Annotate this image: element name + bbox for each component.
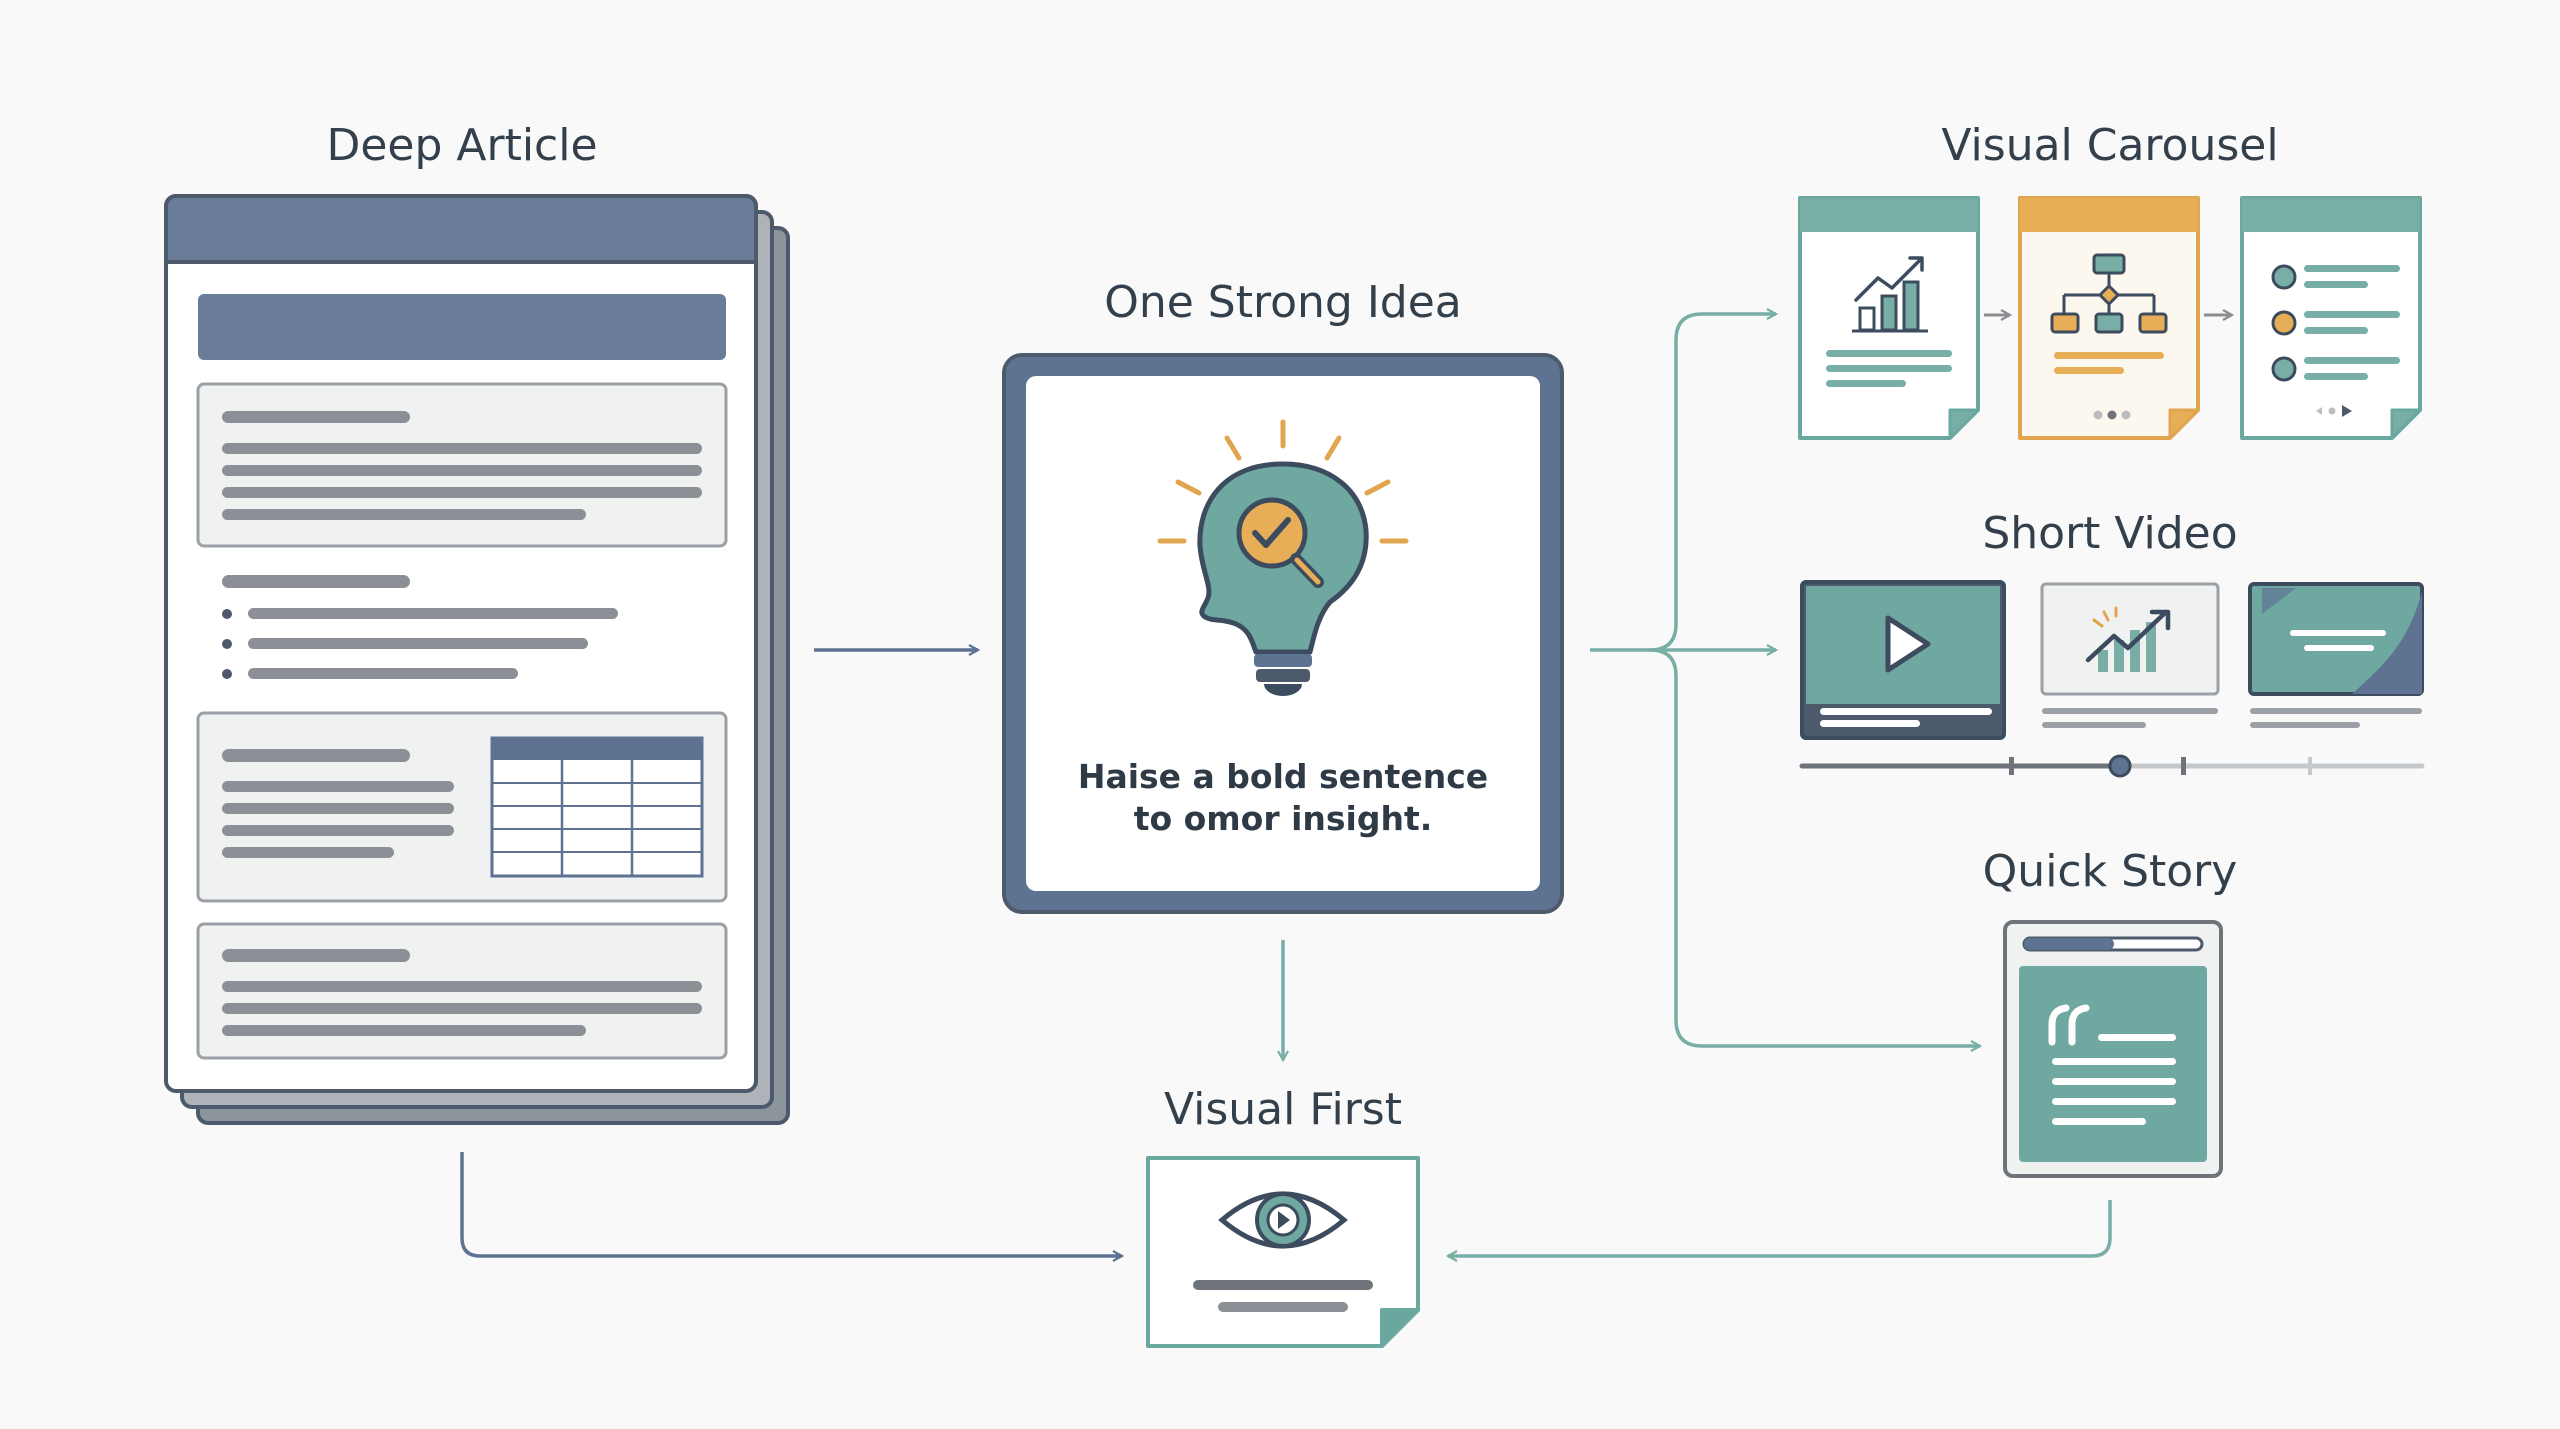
bullet-list-icon [2271,264,2400,382]
eye-play-icon [1218,1191,1348,1249]
carousel-card-list [2240,196,2422,440]
connectors [460,314,2112,1256]
short-video-label: Short Video [1982,508,2237,559]
trend-chart-icon [2085,606,2171,672]
idea-sentence-line-2: to omor insight. [1134,799,1433,838]
strong-idea-label: One Strong Idea [1104,277,1462,328]
flowchart-icon [2050,253,2168,334]
video-timeline [1799,754,2425,778]
visual-first-card [1146,1156,1420,1348]
quote-icon [2048,1004,2090,1046]
short-video-clips [1799,580,2425,778]
lightbulb-head-icon [1157,419,1409,696]
play-icon [1885,615,1931,673]
deep-article-document [164,194,790,1125]
visual-carousel-label: Visual Carousel [1941,120,2278,171]
visual-first-label: Visual First [1164,1084,1402,1135]
quick-story-label: Quick Story [1983,846,2238,897]
carousel-card-chart [1798,196,1980,440]
arrow-quick-story-to-visual-first [1448,1200,2112,1256]
table-icon [490,736,704,878]
idea-sentence-line-1: Haise a bold sentence [1078,757,1488,796]
bar-chart-icon [1852,256,1928,333]
deep-article-label: Deep Article [326,120,597,171]
arrow-article-to-visual-first [460,1152,1122,1256]
strong-idea-card: Haise a bold sentence to omor insight. [1002,353,1564,914]
carousel-card-flowchart [2018,196,2200,440]
arrow-idea-to-quick-story [1649,648,1980,1046]
quick-story-card [2003,920,2223,1178]
arrow-idea-to-visual-carousel [1649,314,1776,652]
